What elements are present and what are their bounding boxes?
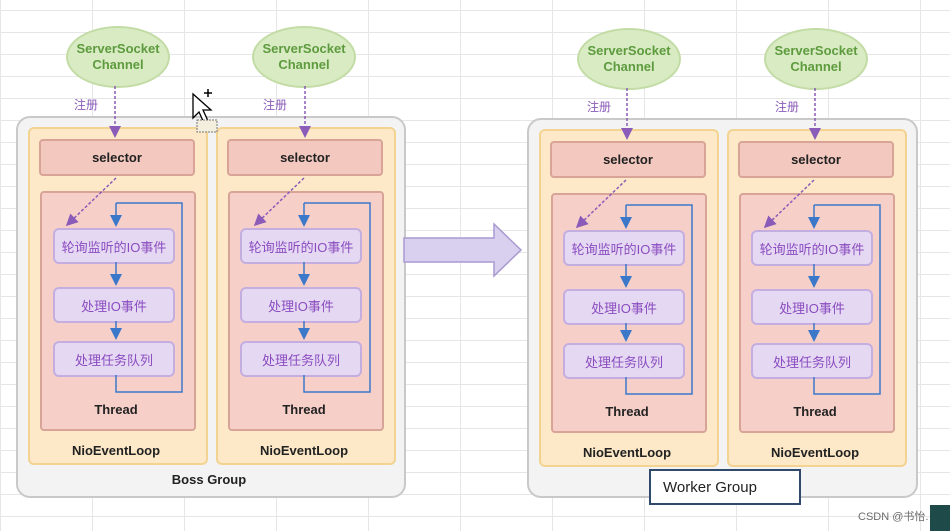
process-task-queue-step: 处理任务队列 (53, 341, 175, 377)
server-socket-channel-2: ServerSocket Channel (252, 26, 356, 88)
corner-block (930, 505, 950, 531)
channel-label: ServerSocket Channel (262, 41, 346, 72)
selector: selector (39, 139, 195, 176)
poll-io-events-step: 轮询监听的IO事件 (563, 230, 685, 266)
register-label: 注册 (587, 100, 612, 114)
step-label: 处理IO事件 (779, 300, 845, 316)
nio-event-loop-label: NioEventLoop (259, 443, 349, 458)
selector: selector (227, 139, 383, 176)
selector: selector (550, 141, 706, 178)
thread-label: Thread (793, 404, 837, 419)
process-task-queue-step: 处理任务队列 (563, 343, 685, 379)
step-label: 轮询监听的IO事件 (61, 239, 167, 255)
poll-io-events-step: 轮询监听的IO事件 (240, 228, 362, 264)
handle-io-events-step: 处理IO事件 (240, 287, 362, 323)
step-label: 处理任务队列 (261, 352, 340, 368)
selector-label: selector (280, 150, 330, 165)
handle-io-events-step: 处理IO事件 (53, 287, 175, 323)
thread-label: Thread (94, 402, 138, 417)
step-label: 处理任务队列 (74, 352, 153, 368)
selector-label: selector (791, 152, 841, 167)
channel-label: ServerSocket Channel (587, 43, 671, 74)
poll-io-events-step: 轮询监听的IO事件 (751, 230, 873, 266)
watermark: CSDN @书怡. (858, 511, 929, 523)
register-label: 注册 (775, 100, 800, 114)
nio-event-loop-label: NioEventLoop (582, 445, 672, 460)
step-label: 轮询监听的IO事件 (571, 241, 677, 257)
step-label: 轮询监听的IO事件 (248, 239, 354, 255)
nio-event-loop-label: NioEventLoop (770, 445, 860, 460)
step-label: 处理IO事件 (81, 298, 147, 314)
server-socket-channel-4: ServerSocket Channel (764, 28, 868, 90)
server-socket-channel-1: ServerSocket Channel (66, 26, 170, 88)
thread-label: Thread (282, 402, 326, 417)
handle-io-events-step: 处理IO事件 (751, 289, 873, 325)
process-task-queue-step: 处理任务队列 (751, 343, 873, 379)
server-socket-channel-3: ServerSocket Channel (577, 28, 681, 90)
worker-group-label-text: Worker Group (663, 478, 757, 496)
worker-group-label: Worker Group (649, 469, 801, 505)
channel-label: ServerSocket Channel (774, 43, 858, 74)
nio-event-loop-label: NioEventLoop (71, 443, 161, 458)
register-label: 注册 (74, 98, 99, 112)
poll-io-events-step: 轮询监听的IO事件 (53, 228, 175, 264)
thread-label: Thread (605, 404, 649, 419)
channel-label: ServerSocket Channel (76, 41, 160, 72)
step-label: 处理任务队列 (772, 354, 851, 370)
selector: selector (738, 141, 894, 178)
step-label: 处理IO事件 (268, 298, 334, 314)
selector-label: selector (603, 152, 653, 167)
process-task-queue-step: 处理任务队列 (240, 341, 362, 377)
step-label: 处理IO事件 (591, 300, 657, 316)
selector-label: selector (92, 150, 142, 165)
step-label: 轮询监听的IO事件 (759, 241, 865, 257)
step-label: 处理任务队列 (584, 354, 663, 370)
handle-io-events-step: 处理IO事件 (563, 289, 685, 325)
boss-group-label: Boss Group (171, 472, 247, 487)
register-label: 注册 (263, 98, 288, 112)
